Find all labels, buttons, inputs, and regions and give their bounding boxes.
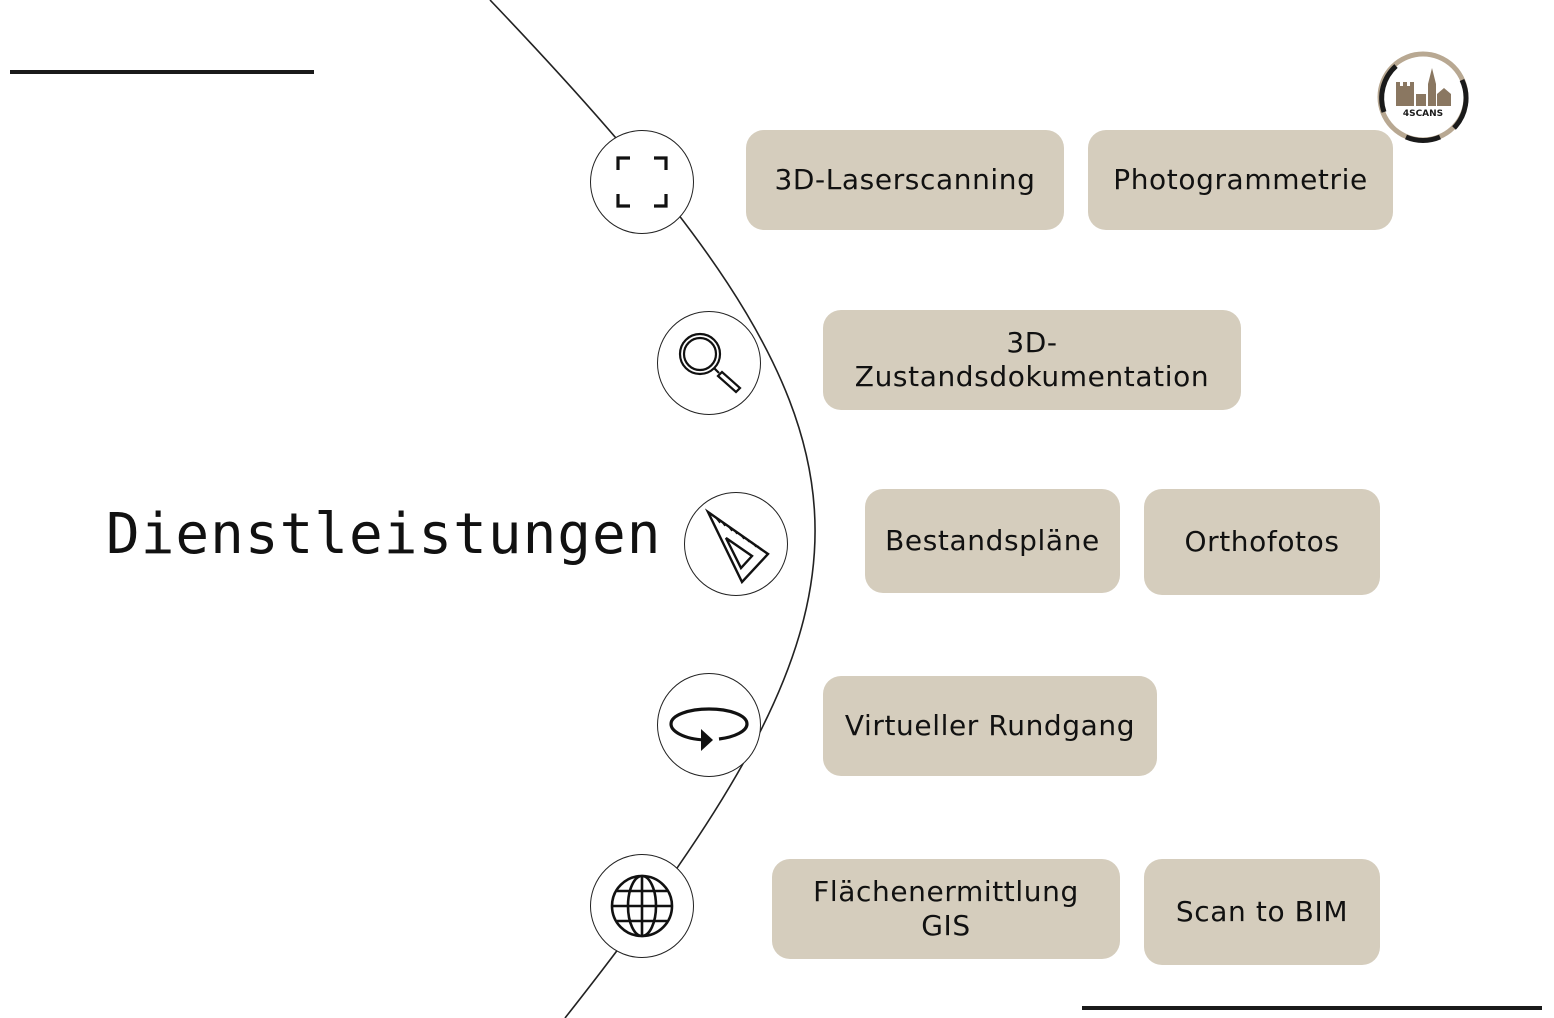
chip-label: Virtueller Rundgang xyxy=(844,709,1136,742)
chip-label: Orthofotos xyxy=(1184,525,1340,558)
chip-virtueller-rundgang: Virtueller Rundgang xyxy=(823,676,1157,776)
decorative-rule-bottom xyxy=(1082,1006,1542,1010)
chip-bestandsplaene: Bestandspläne xyxy=(865,489,1120,593)
chip-3d-laserscanning: 3D-Laserscanning xyxy=(746,130,1064,230)
magnifier-icon xyxy=(657,311,761,415)
chip-flaechenermittlung-gis: Flächenermittlung GIS xyxy=(772,859,1120,959)
decorative-rule-top xyxy=(10,70,314,74)
company-logo: 4SCANS xyxy=(1377,51,1469,143)
chip-scan-to-bim: Scan to BIM xyxy=(1144,859,1380,965)
chip-label: 3D-Zustandsdokumentation xyxy=(854,326,1210,393)
scan-frame-icon xyxy=(590,130,694,234)
page-title: Dienstleistungen xyxy=(106,502,662,567)
chip-label: Bestandspläne xyxy=(885,524,1100,557)
set-square-icon xyxy=(684,492,788,596)
chip-photogrammetrie: Photogrammetrie xyxy=(1088,130,1393,230)
logo-text: 4SCANS xyxy=(1403,109,1443,119)
chip-label: 3D-Laserscanning xyxy=(774,163,1036,196)
chip-label: Scan to BIM xyxy=(1175,895,1349,928)
globe-icon xyxy=(590,854,694,958)
chip-3d-zustandsdokumentation: 3D-Zustandsdokumentation xyxy=(823,310,1241,410)
chip-label-line-1: Flächenermittlung xyxy=(813,875,1079,908)
chip-label: Photogrammetrie xyxy=(1113,163,1368,196)
rotate-360-icon xyxy=(657,673,761,777)
chip-label-line-2: GIS xyxy=(921,909,971,942)
chip-orthofotos: Orthofotos xyxy=(1144,489,1380,595)
